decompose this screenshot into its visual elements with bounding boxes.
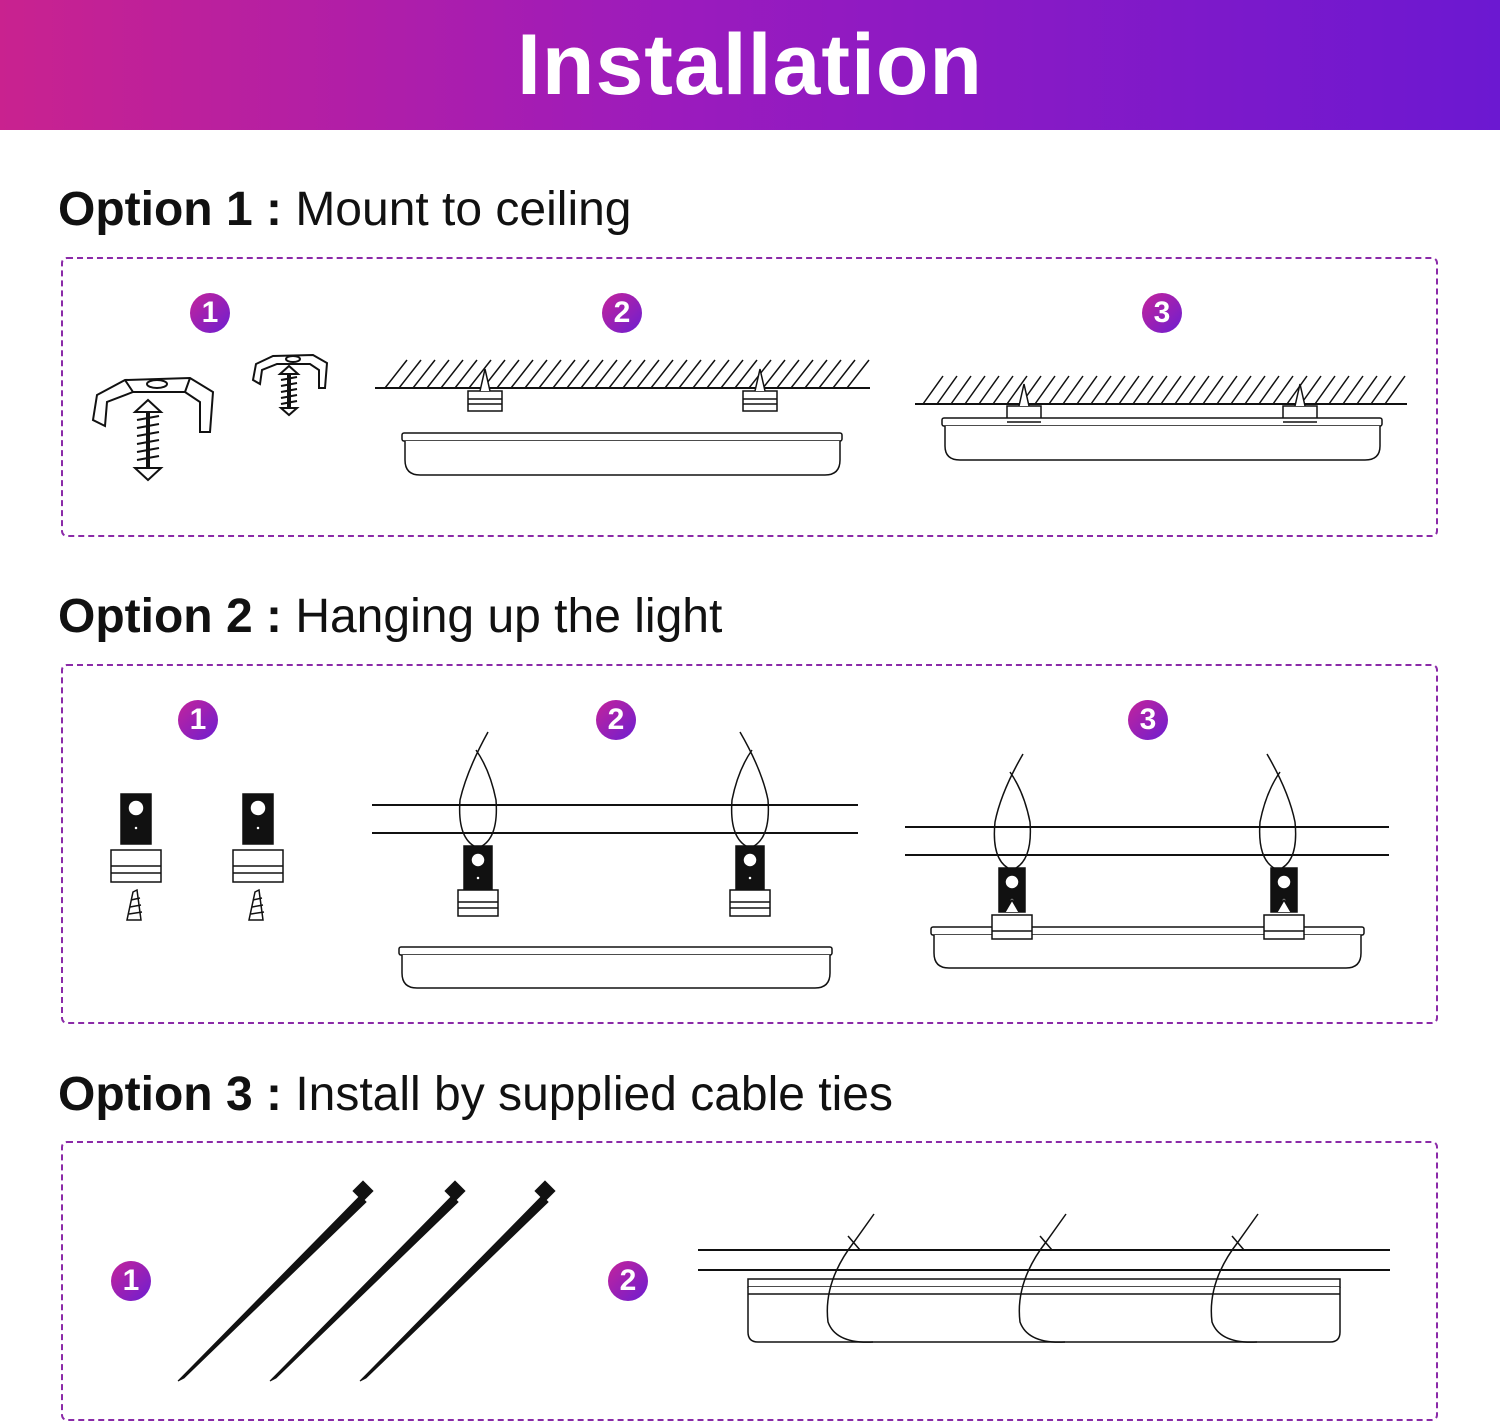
- hanging-brackets-illustration: [110, 793, 284, 921]
- page-title: Installation: [517, 16, 983, 113]
- hanging-wire-left: [458, 731, 498, 849]
- option-1-step-3-badge: 3: [1142, 293, 1182, 333]
- cable-tie-icon: [359, 1195, 549, 1382]
- hanging-wire-right: [730, 731, 770, 849]
- hung-fixture-illustration: [905, 753, 1389, 969]
- option-3-step-2-badge: 2: [608, 1261, 648, 1301]
- installation-header: Installation: [0, 0, 1500, 130]
- option-2-step-3-badge: 3: [1128, 700, 1168, 740]
- cable-tied-fixture-illustration: [698, 1213, 1390, 1343]
- hanging-wires-illustration: [372, 731, 858, 989]
- option-1-title: Option 1 : Mount to ceiling: [58, 182, 632, 237]
- ceiling-clips-illustration: [375, 359, 870, 476]
- option-2-step-2-badge: 2: [596, 700, 636, 740]
- ceiling-clip-right: [742, 390, 778, 412]
- option-2-label: Option 2: [58, 590, 253, 643]
- option-3-label: Option 3: [58, 1068, 253, 1121]
- option-3-step-1-badge: 1: [111, 1261, 151, 1301]
- option-1-text: Mount to ceiling: [295, 183, 632, 236]
- light-fixture: [747, 1278, 1341, 1288]
- light-fixture: [401, 432, 843, 442]
- option-2-box: [61, 664, 1438, 1024]
- cable-ties-illustration: [177, 1180, 556, 1382]
- option-3-separator: :: [252, 1068, 296, 1121]
- mounted-fixture-illustration: [915, 375, 1407, 461]
- option-1-step-2-badge: 2: [602, 293, 642, 333]
- option-2-text: Hanging up the light: [295, 590, 723, 643]
- option-1-label: Option 1: [58, 183, 253, 236]
- option-2-title: Option 2 : Hanging up the light: [58, 589, 722, 644]
- option-3-box: [61, 1141, 1438, 1421]
- cable-tie-wrap: [826, 1213, 875, 1343]
- mounting-clips-illustration: [91, 353, 329, 482]
- option-1-step-1-badge: 1: [190, 293, 230, 333]
- option-3-title: Option 3 : Install by supplied cable tie…: [58, 1067, 893, 1122]
- option-1-separator: :: [252, 183, 296, 236]
- option-3-text: Install by supplied cable ties: [295, 1068, 893, 1121]
- ceiling-clip-left: [467, 390, 503, 412]
- cable-tie-icon: [269, 1195, 459, 1382]
- small-clip-icon: [251, 353, 329, 389]
- option-2-step-1-badge: 1: [178, 700, 218, 740]
- light-fixture: [398, 946, 833, 956]
- option-1-box: [61, 257, 1438, 537]
- cable-tie-icon: [177, 1195, 367, 1382]
- option-2-separator: :: [252, 590, 296, 643]
